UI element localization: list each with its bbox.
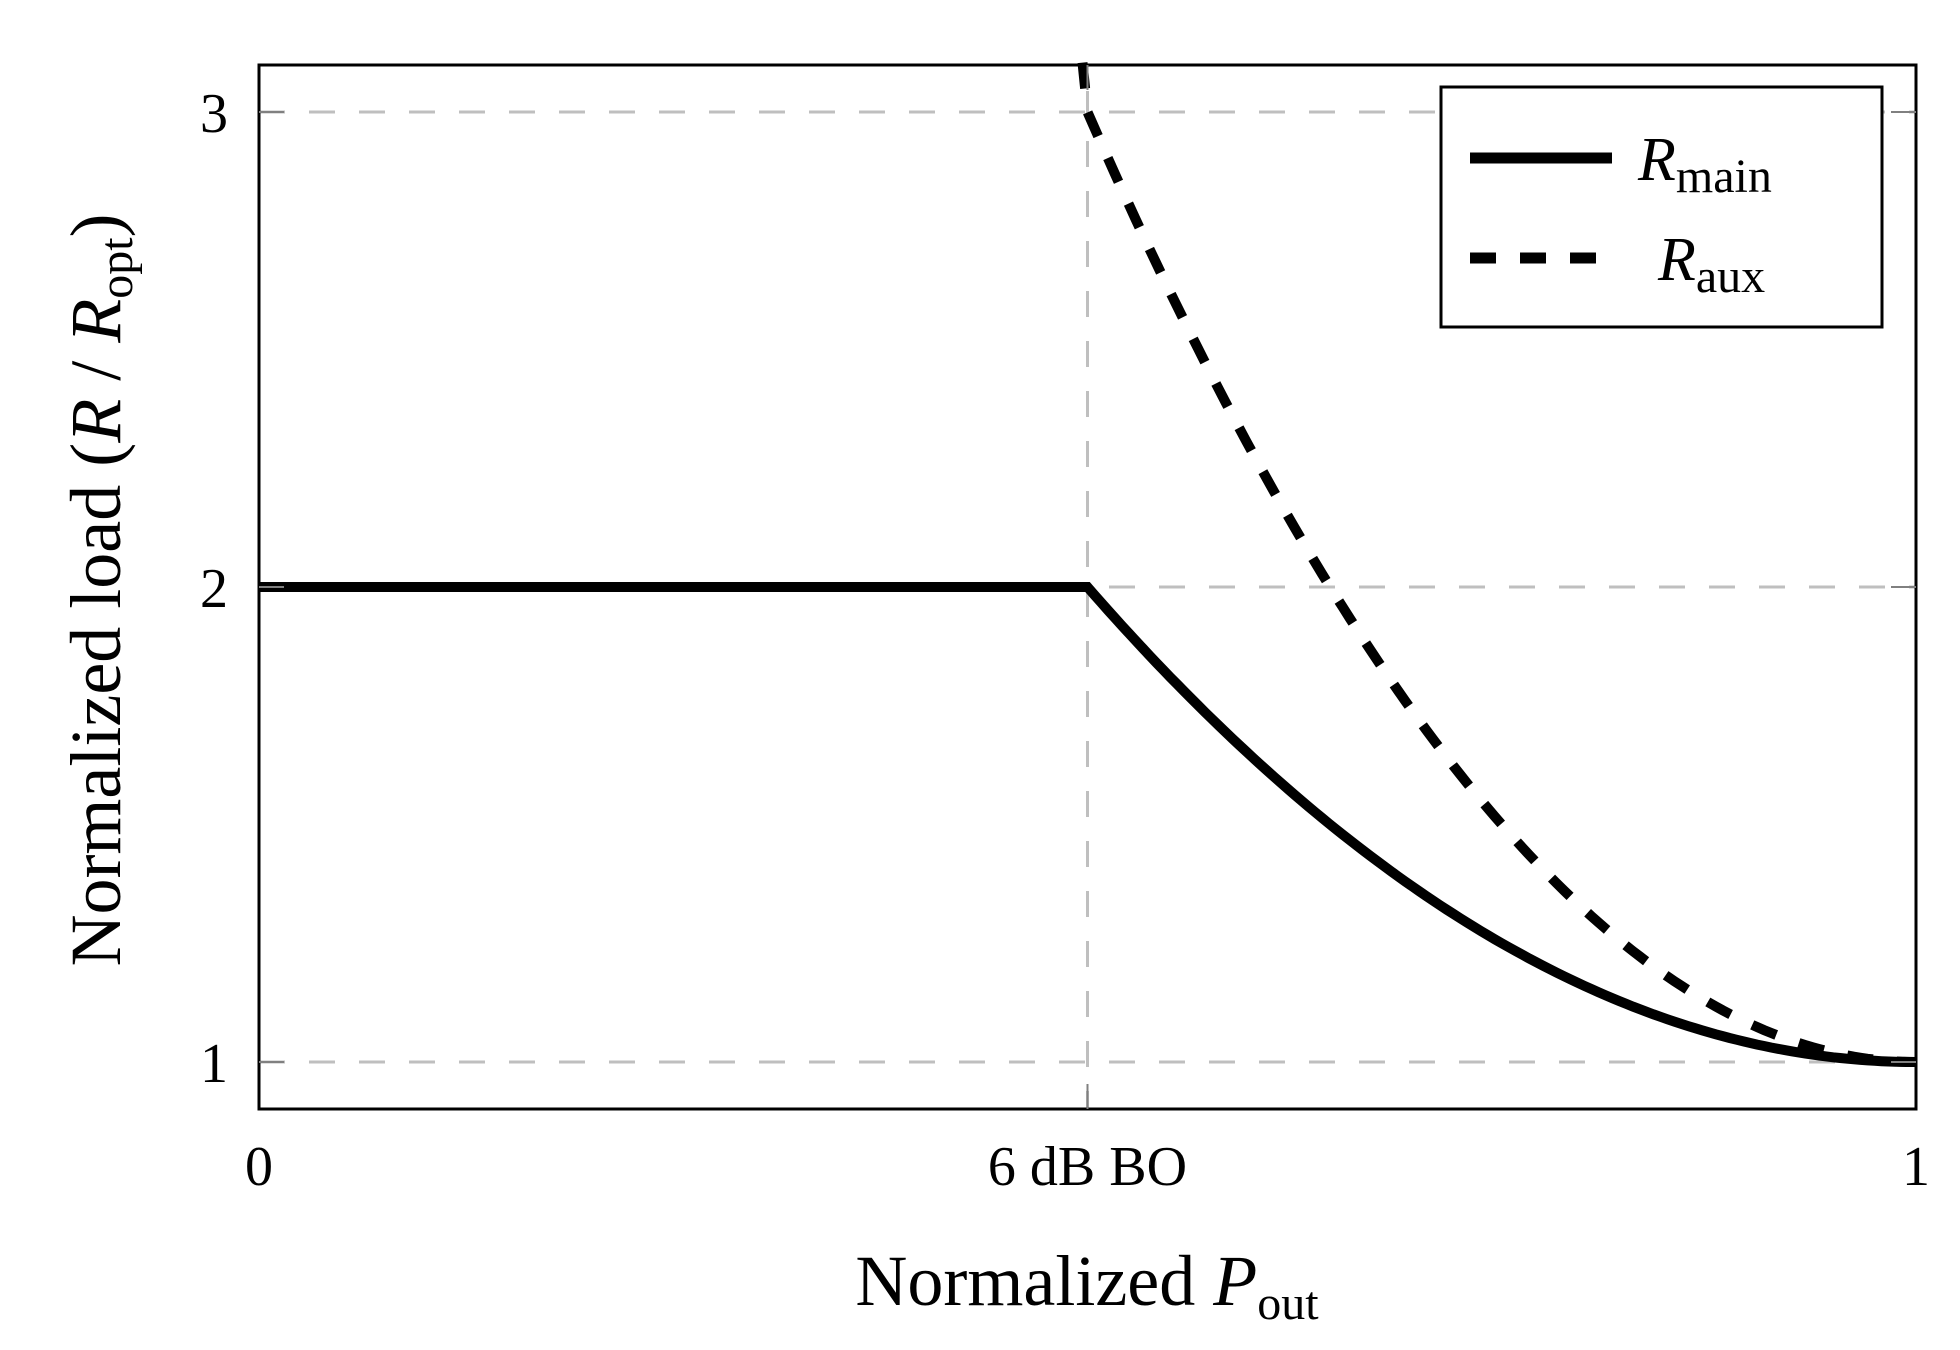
x-axis-title: Normalized Pout [855, 1241, 1319, 1330]
y-axis-ticks: 1 2 3 [200, 83, 1916, 1095]
x-axis-ticks: 0 6 dB BO 1 [245, 65, 1930, 1198]
legend-box [1439, 85, 1884, 329]
legend: Rmain Raux [1439, 85, 1884, 329]
y-tick-label: 3 [200, 83, 228, 145]
x-tick-label: 1 [1902, 1136, 1930, 1198]
x-tick-label: 6 dB BO [988, 1136, 1187, 1198]
x-tick-label: 0 [245, 1136, 273, 1198]
series-line-r-aux [1077, 62, 1917, 1067]
y-axis-title: Normalized load (R / Ropt) [56, 213, 143, 966]
plot-series [259, 62, 1917, 1067]
legend-label-main: Rmain [1637, 126, 1772, 203]
series-line-r-main [259, 582, 1916, 1067]
y-tick-label: 2 [200, 558, 228, 620]
legend-label-aux: Raux [1657, 226, 1765, 303]
y-tick-label: 1 [200, 1033, 228, 1095]
